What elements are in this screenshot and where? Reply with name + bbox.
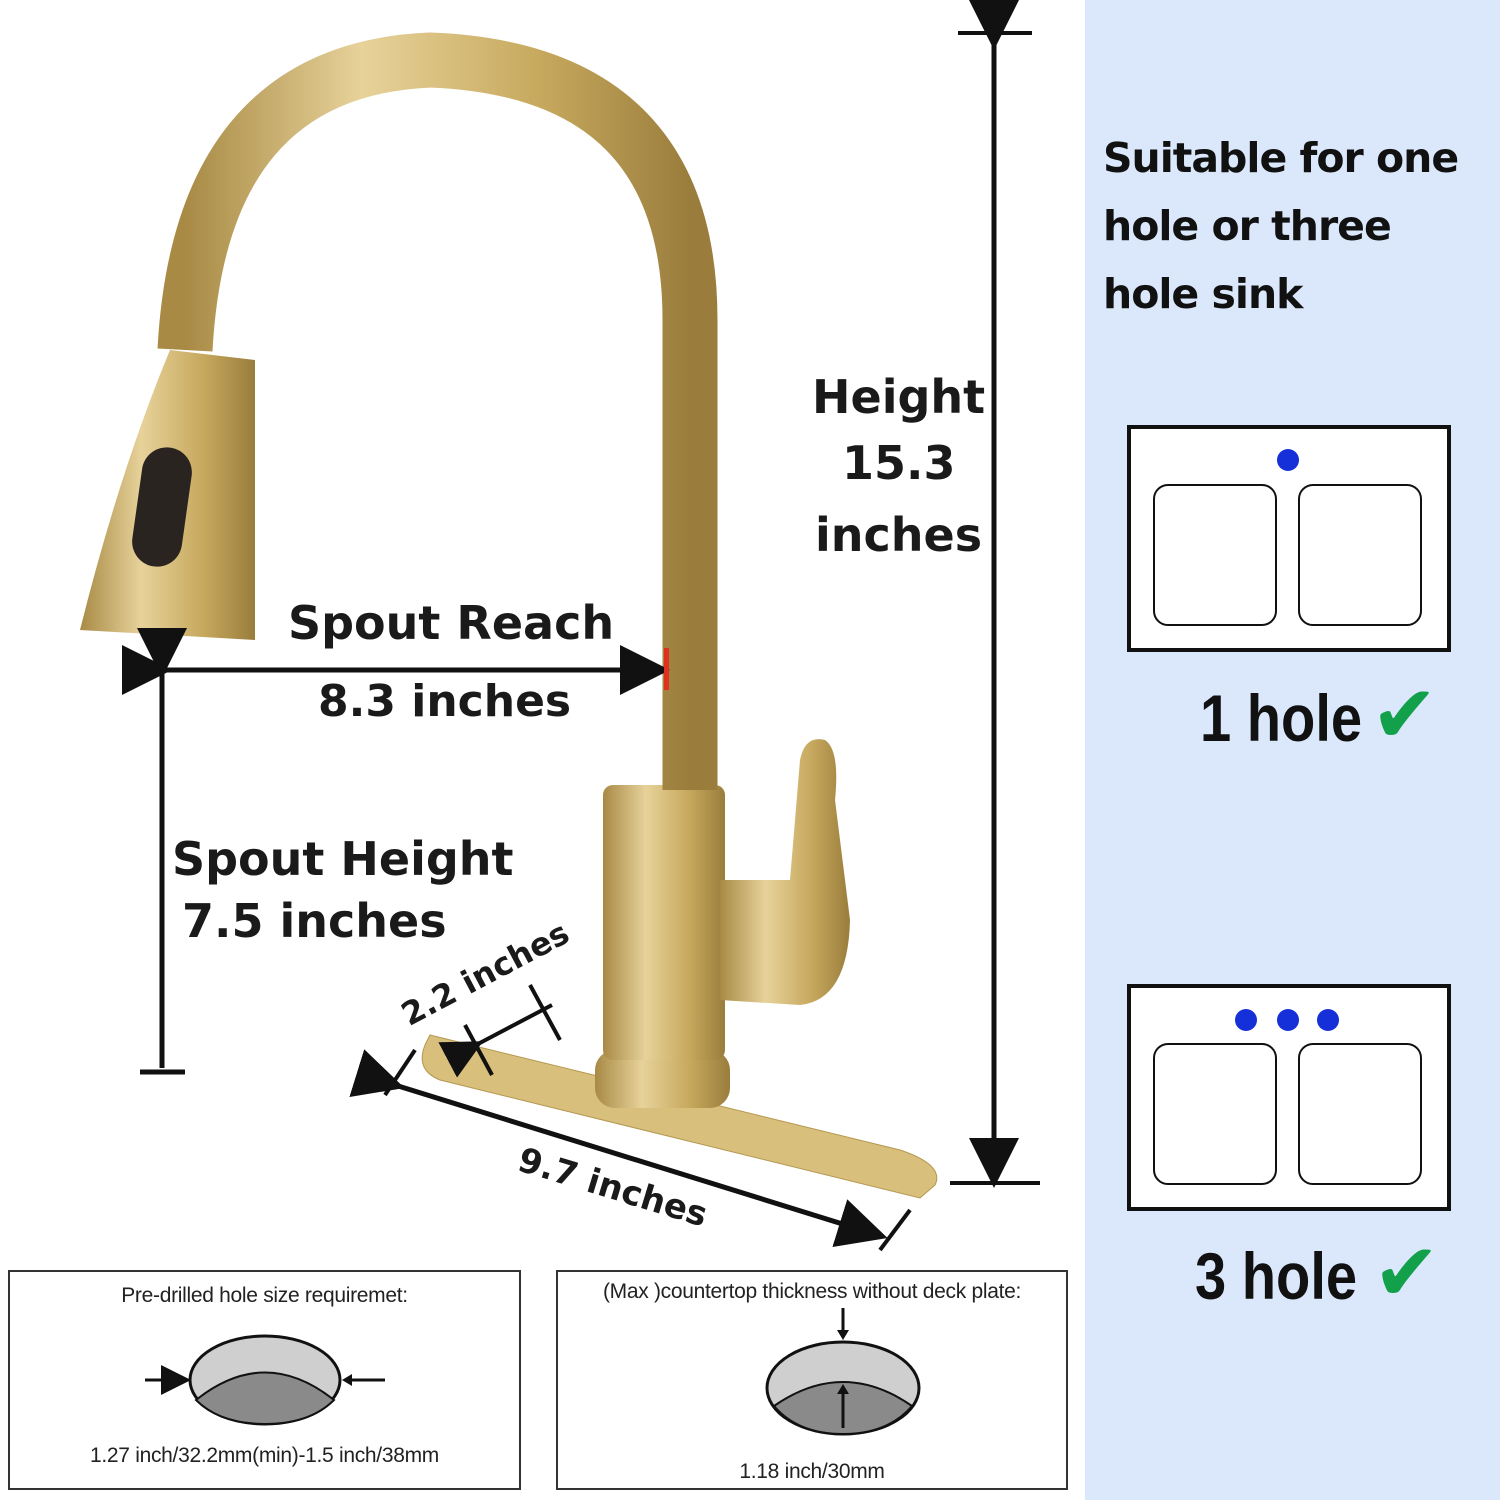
hole-size-title: Pre-drilled hole size requiremet: bbox=[121, 1284, 408, 1307]
countertop-thickness-box: (Max )countertop thickness without deck … bbox=[556, 1270, 1068, 1490]
faucet-body bbox=[603, 785, 725, 1060]
spout-reach-title: Spout Reach bbox=[288, 596, 615, 650]
sink-one-hole-diagram bbox=[1127, 425, 1451, 652]
faucet-illustration bbox=[80, 0, 1040, 1252]
height-title: Height bbox=[812, 370, 986, 424]
countertop-thickness-diagram bbox=[765, 1308, 921, 1436]
height-unit: inches bbox=[815, 508, 983, 562]
hole-size-diagram bbox=[145, 1334, 385, 1426]
reach-marker bbox=[664, 648, 669, 690]
sink-three-hole-diagram bbox=[1127, 984, 1451, 1211]
faucet-neck bbox=[157, 32, 718, 790]
option-1-hole-label: 1 hole bbox=[1200, 681, 1363, 755]
compatibility-heading: Suitable for one hole or three hole sink bbox=[1103, 134, 1459, 318]
spout-reach-value: 8.3 inches bbox=[318, 676, 572, 727]
hole-size-requirement-box: Pre-drilled hole size requiremet: 1.27 i… bbox=[8, 1270, 521, 1490]
option-3-hole-label: 3 hole bbox=[1195, 1239, 1358, 1313]
spout-height-value: 7.5 inches bbox=[182, 894, 447, 948]
checkmark-icon: ✔ bbox=[1373, 1226, 1441, 1319]
countertop-thickness-value: 1.18 inch/30mm bbox=[739, 1460, 885, 1483]
checkmark-icon: ✔ bbox=[1371, 668, 1439, 761]
faucet-handle bbox=[720, 739, 850, 1005]
spray-button bbox=[132, 447, 192, 567]
spout-height-title: Spout Height bbox=[172, 832, 514, 886]
height-value: 15.3 bbox=[842, 436, 956, 490]
hole-size-value: 1.27 inch/32.2mm(min)-1.5 inch/38mm bbox=[90, 1444, 439, 1467]
compatibility-panel: Suitable for one hole or three hole sink… bbox=[1085, 0, 1500, 1500]
countertop-thickness-title: (Max )countertop thickness without deck … bbox=[602, 1280, 1022, 1303]
